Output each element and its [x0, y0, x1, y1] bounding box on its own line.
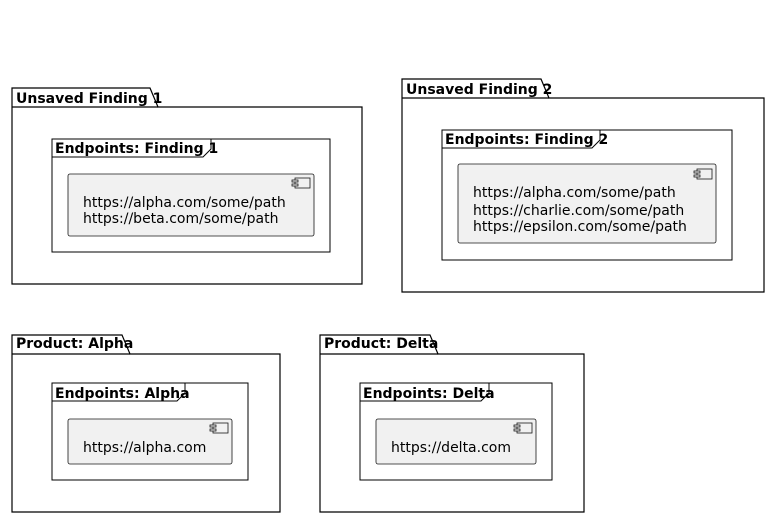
endpoint-url: https://beta.com/some/path: [83, 211, 278, 227]
frame-endpoints-finding-1: Endpoints: Finding 1 https://alpha.com/s…: [51, 138, 331, 253]
package-unsaved-finding-2: Unsaved Finding 2 Endpoints: Finding 2 h…: [401, 78, 765, 293]
endpoint-component: https://alpha.com: [67, 418, 233, 465]
endpoint-component: https://alpha.com/some/path https://char…: [457, 163, 717, 244]
frame-title: Endpoints: Alpha: [55, 386, 190, 402]
package-title: Product: Delta: [324, 336, 438, 352]
frame-title: Endpoints: Delta: [363, 386, 495, 402]
frame-title: Endpoints: Finding 2: [445, 132, 608, 148]
package-title: Unsaved Finding 1: [16, 91, 162, 107]
package-product-alpha: Product: Alpha Endpoints: Alpha https://…: [11, 334, 281, 513]
frame-title: Endpoints: Finding 1: [55, 141, 218, 157]
component-icon: [513, 422, 533, 434]
component-icon: [291, 177, 311, 189]
endpoint-component: https://alpha.com/some/path https://beta…: [67, 173, 315, 237]
endpoint-url: https://epsilon.com/some/path: [473, 219, 687, 235]
endpoint-url: https://alpha.com/some/path: [473, 185, 676, 201]
frame-endpoints-alpha: Endpoints: Alpha https://alpha.com: [51, 382, 249, 481]
frame-endpoints-delta: Endpoints: Delta https://delta.com: [359, 382, 553, 481]
package-title: Product: Alpha: [16, 336, 133, 352]
endpoint-component: https://delta.com: [375, 418, 537, 465]
component-icon: [693, 168, 713, 180]
endpoint-url: https://charlie.com/some/path: [473, 203, 684, 219]
package-unsaved-finding-1: Unsaved Finding 1 Endpoints: Finding 1 h…: [11, 87, 363, 285]
package-title: Unsaved Finding 2: [406, 82, 552, 98]
package-product-delta: Product: Delta Endpoints: Delta https://…: [319, 334, 585, 513]
endpoint-url: https://delta.com: [391, 440, 511, 456]
endpoint-url: https://alpha.com: [83, 440, 206, 456]
component-icon: [209, 422, 229, 434]
endpoint-url: https://alpha.com/some/path: [83, 195, 286, 211]
frame-endpoints-finding-2: Endpoints: Finding 2 https://alpha.com/s…: [441, 129, 733, 261]
